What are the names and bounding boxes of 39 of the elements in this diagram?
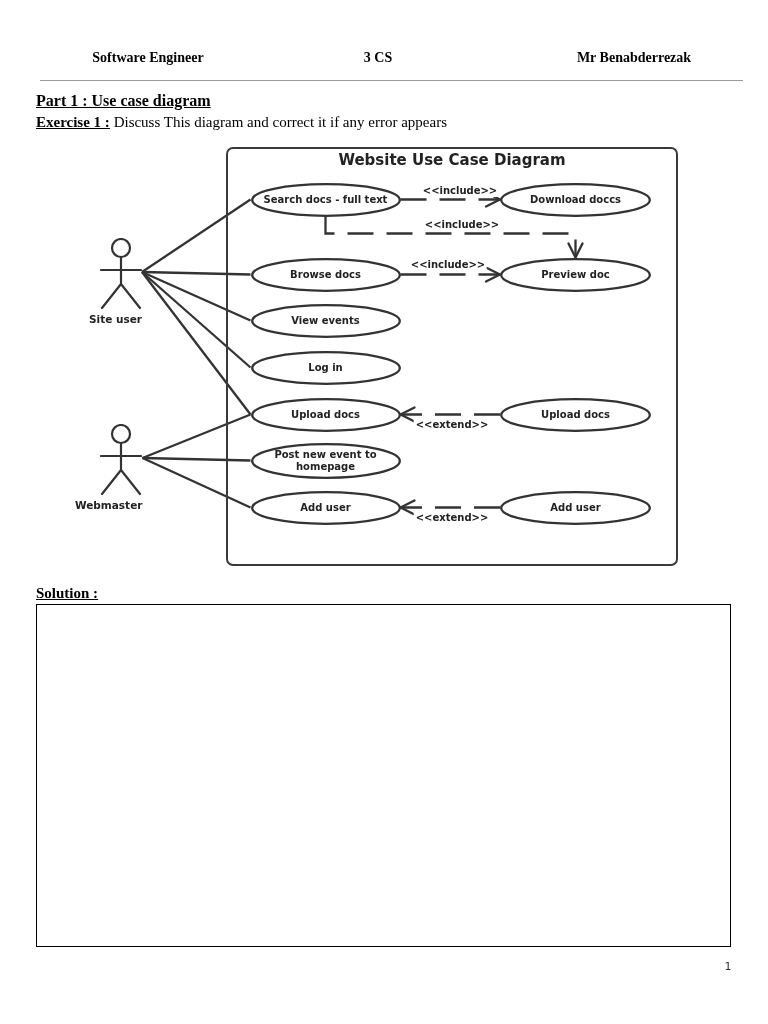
use-case-ellipse: Upload docs [500, 397, 651, 432]
dashed-arrow [400, 266, 502, 283]
association-line [141, 270, 251, 322]
dashed-arrow [399, 406, 500, 423]
association-line [142, 456, 251, 509]
use-case-ellipse: Log in [250, 350, 401, 385]
header-text: Mr Benabderrezak [576, 48, 692, 66]
edge-label: <<extend>> [413, 419, 491, 431]
edge-label: <<extend>> [413, 512, 491, 524]
edge-label: <<include>> [420, 185, 500, 197]
use-case-ellipse: Browse docs [250, 257, 401, 292]
system-boundary [226, 147, 678, 566]
use-case-ellipse: Add user [250, 490, 401, 525]
header-text: 3 CS [363, 48, 393, 66]
edge-label: <<include>> [422, 219, 502, 231]
use-case-ellipse: Preview doc [500, 257, 651, 292]
association-line [141, 271, 252, 369]
use-case-ellipse: View events [250, 303, 401, 338]
use-case-ellipse: Post new event to homepage [250, 442, 401, 479]
use-case-ellipse: Upload docs [250, 397, 401, 432]
association-line [141, 270, 251, 276]
association-line [141, 198, 252, 273]
edge-label: <<include>> [408, 259, 488, 271]
actor-label: Site user [89, 313, 142, 326]
use-case-ellipse: Add user [500, 490, 651, 525]
header-text: Software Engineer [92, 48, 204, 66]
association-line [142, 456, 251, 462]
page-number: 1 [724, 959, 732, 973]
use-case-ellipse: Download doccs [500, 182, 651, 217]
dashed-arrow [324, 216, 584, 259]
actor-label: Webmaster [75, 499, 143, 512]
association-line [141, 271, 252, 416]
association-line [142, 413, 251, 460]
dashed-arrow [399, 499, 500, 516]
use-case-ellipse: Search docs - full text [250, 182, 401, 217]
exercise-instruction: Exercise 1 : Discuss This diagram and correct it if any error appears [36, 113, 447, 131]
section-heading: Solution : [36, 584, 99, 602]
page-heading: Part 1 : Use case diagram [36, 90, 211, 110]
boundary-title: Website Use Case Diagram [338, 151, 566, 169]
